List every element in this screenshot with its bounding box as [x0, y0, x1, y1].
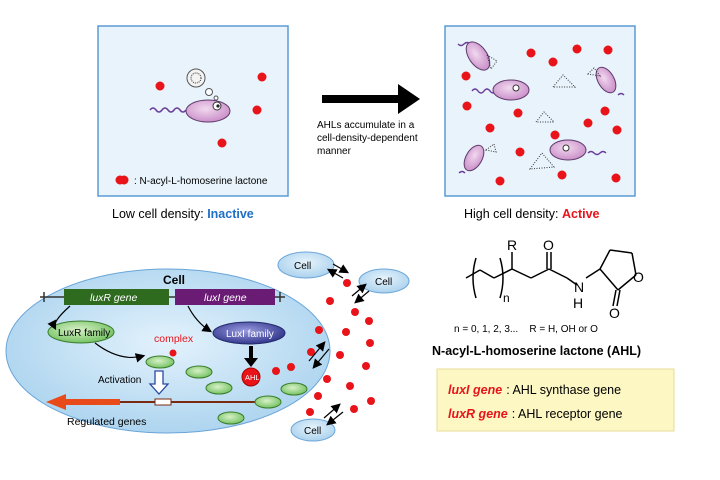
- complex-oval: [145, 355, 175, 369]
- ahl-structure: [465, 249, 637, 307]
- luxI-gene-label: luxI gene: [204, 292, 247, 304]
- regulated-genes-label: Regulated genes: [67, 416, 146, 428]
- luxR-gene-label: luxR gene: [90, 292, 137, 304]
- atom-H: H: [573, 295, 583, 311]
- legend-luxR-desc: : AHL receptor gene: [512, 407, 623, 421]
- atom-O-ring: O: [633, 269, 644, 285]
- legend-ahl-dot: [119, 175, 129, 185]
- legend-luxR: luxR gene : AHL receptor gene: [448, 407, 623, 421]
- bacterium-inactive: [149, 68, 231, 123]
- high-state: Active: [562, 207, 600, 221]
- luxR-family-label: LuxR family: [58, 328, 110, 339]
- legend-luxR-label: luxR gene: [448, 407, 508, 421]
- structure-variables: n = 0, 1, 2, 3... R = H, OH or O: [454, 324, 598, 335]
- subscript-n: n: [503, 291, 510, 305]
- legend-luxI-label: luxI gene: [448, 383, 502, 397]
- luxI-family-oval: [212, 321, 286, 345]
- atom-O-carbonyl: O: [543, 237, 554, 253]
- luxR-family-oval: [47, 320, 115, 344]
- activation-arrow: [148, 370, 170, 395]
- cell-title: Cell: [163, 273, 185, 287]
- low-state: Inactive: [207, 207, 254, 221]
- neighbor-cell-1: Cell: [294, 261, 311, 272]
- low-prefix: Low cell density:: [112, 207, 207, 221]
- gene-legend-box: luxI gene : AHL synthase gene luxR gene : …: [436, 368, 675, 432]
- luxR-gene-box: [64, 289, 169, 305]
- activation-label: Activation: [98, 375, 141, 386]
- high-density-caption: High cell density: Active: [464, 207, 600, 221]
- arrow-caption-3: manner: [317, 146, 352, 157]
- regulated-arrow: [46, 394, 120, 410]
- ahl-dots-high: [461, 44, 622, 186]
- neighbor-cell-2: Cell: [375, 277, 392, 288]
- ahl-full-name: N-acyl-L-homoserine lactone (AHL): [432, 344, 641, 358]
- atom-R: R: [507, 237, 517, 253]
- legend-ahl-text: : N-acyl-L-homoserine lactone: [134, 176, 268, 187]
- arrow-caption-1: AHLs accumulate in a: [317, 120, 415, 131]
- cell-diagram: Cell luxR gene luxI gene LuxR family Lux…: [5, 268, 331, 434]
- complex-label: complex: [154, 333, 194, 345]
- luxR-copies: [185, 365, 308, 425]
- neighbor-cells: Cell Cell Cell: [277, 251, 410, 442]
- luxI-family-label: LuxI family: [226, 329, 274, 340]
- low-density-panel: [97, 25, 289, 197]
- atom-N: N: [574, 279, 584, 295]
- ahl-dots-inside: [272, 348, 315, 375]
- ahl-label: AHL: [245, 373, 260, 382]
- ahl-dots-outside: [306, 279, 375, 416]
- neighbor-cell-3: Cell: [304, 426, 321, 437]
- legend-luxI: luxI gene : AHL synthase gene: [448, 383, 621, 397]
- accumulation-arrow: [322, 84, 420, 114]
- atom-O-lactone: O: [609, 305, 620, 321]
- low-density-caption: Low cell density: Inactive: [112, 207, 254, 221]
- high-prefix: High cell density:: [464, 207, 562, 221]
- legend-luxI-desc: : AHL synthase gene: [506, 383, 621, 397]
- arrow-caption-2: cell-density-dependent: [317, 133, 418, 144]
- high-density-panel: [444, 25, 636, 197]
- exchange-arrows: [308, 263, 370, 426]
- bacteria-active: [457, 41, 625, 174]
- luxI-gene-box: [175, 289, 275, 305]
